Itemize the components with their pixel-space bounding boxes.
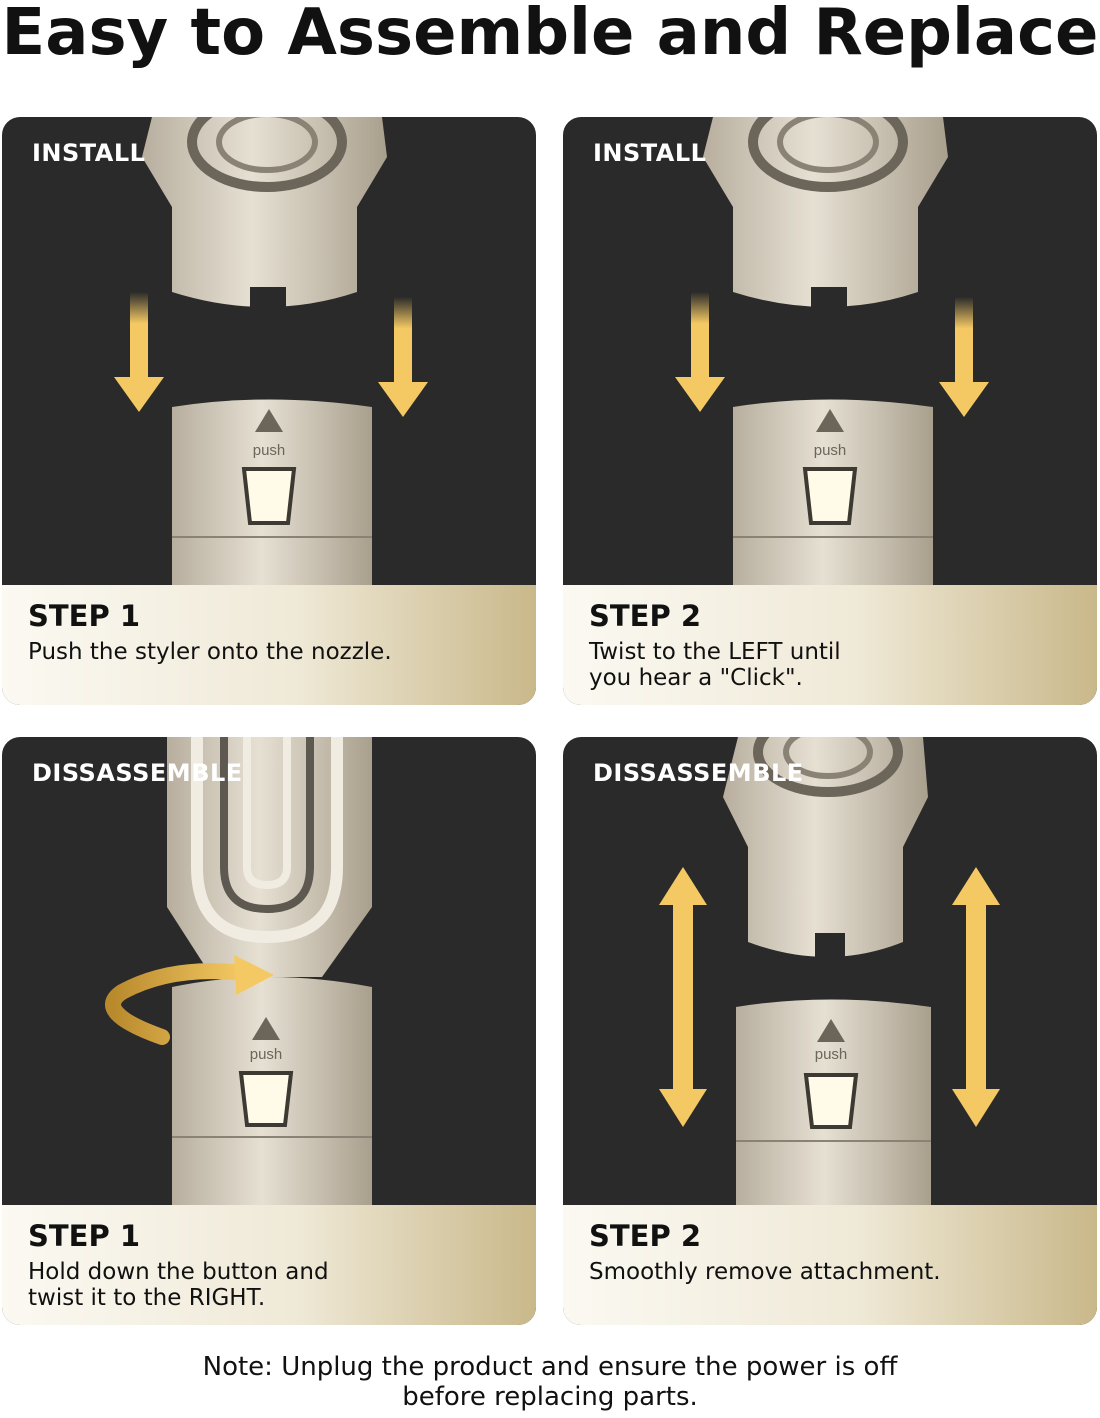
push-triangle-icon (817, 1019, 845, 1042)
step-number: STEP 2 (589, 599, 702, 633)
push-button (802, 467, 858, 525)
double-arrow-icon (659, 867, 707, 1127)
phase-label: DISSASSEMBLE (593, 759, 804, 787)
push-label: push (814, 442, 847, 459)
step-description: Hold down the button and twist it to the… (28, 1259, 329, 1311)
down-arrow-icon (114, 292, 164, 412)
safety-note: Note: Unplug the product and ensure the … (202, 1352, 898, 1412)
step-caption: STEP 1 Hold down the button and twist it… (2, 1205, 536, 1325)
disassemble-illustration: push (105, 737, 372, 1205)
step-description: Push the styler onto the nozzle. (28, 639, 392, 665)
down-arrow-icon (939, 297, 989, 417)
step-number: STEP 1 (28, 599, 141, 633)
card-disassemble-step-2: push DISSASSEMBLE STEP 2 Smoothly remove… (563, 737, 1097, 1325)
double-arrow-icon (952, 867, 1000, 1127)
step-number: STEP 2 (589, 1219, 702, 1253)
page-title: Easy to Assemble and Replace (1, 0, 1099, 70)
push-label: push (253, 442, 286, 459)
phase-label: INSTALL (593, 139, 707, 167)
push-button (238, 1071, 294, 1127)
curved-arrow-icon (105, 955, 274, 1045)
install-illustration: push (114, 117, 428, 585)
step-description: Smoothly remove attachment. (589, 1259, 941, 1285)
phase-label: DISSASSEMBLE (32, 759, 243, 787)
push-triangle-icon (816, 409, 844, 432)
push-button (803, 1073, 859, 1129)
step-description: Twist to the LEFT until you hear a "Clic… (589, 639, 841, 691)
card-disassemble-step-1: push DISSASSEMBLE STEP 1 Hold down the b… (2, 737, 536, 1325)
push-triangle-icon (252, 1017, 280, 1040)
step-caption: STEP 2 Smoothly remove attachment. (563, 1205, 1097, 1325)
step-number: STEP 1 (28, 1219, 141, 1253)
install-illustration: push (675, 117, 989, 585)
step-caption: STEP 1 Push the styler onto the nozzle. (2, 585, 536, 705)
disassemble-illustration: push (659, 737, 1000, 1205)
down-arrow-icon (675, 292, 725, 412)
push-label: push (250, 1046, 283, 1063)
card-install-step-2: push INSTALL STEP 2 Twist to the LEFT un… (563, 117, 1097, 705)
phase-label: INSTALL (32, 139, 146, 167)
push-button (241, 467, 297, 525)
card-install-step-1: push INSTALL STEP 1 Push the styler onto… (2, 117, 536, 705)
step-caption: STEP 2 Twist to the LEFT until you hear … (563, 585, 1097, 705)
down-arrow-icon (378, 297, 428, 417)
push-triangle-icon (255, 409, 283, 432)
push-label: push (815, 1046, 848, 1063)
